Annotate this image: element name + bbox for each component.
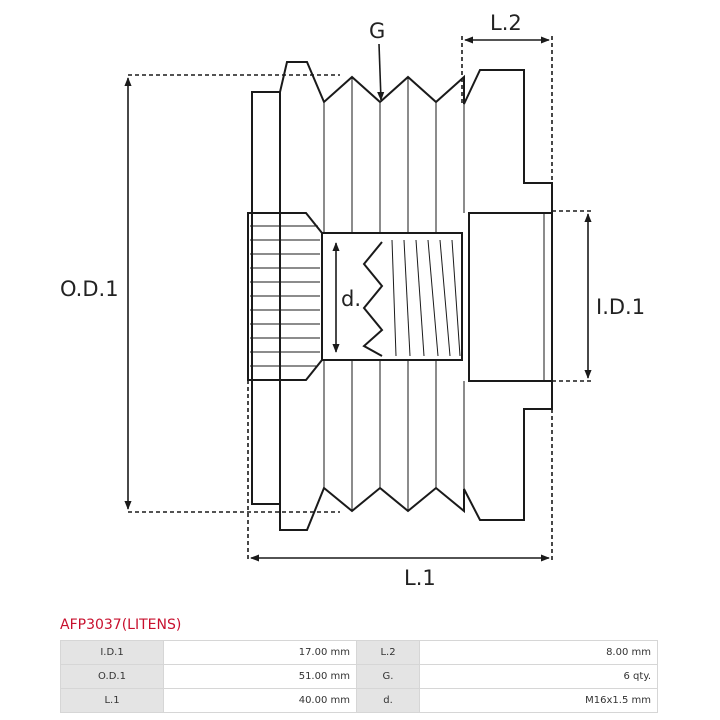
spec-key: G. [356, 664, 420, 689]
pulley-body-top [279, 61, 553, 504]
table-row: I.D.1 17.00 mm L.2 8.00 mm [60, 640, 658, 665]
spec-key: L.2 [356, 640, 420, 665]
spec-value: 40.00 mm [163, 688, 357, 713]
pulley-body-bottom [279, 381, 553, 531]
length-label: L.1 [404, 566, 436, 590]
spec-key: I.D.1 [60, 640, 164, 665]
table-row: O.D.1 51.00 mm G. 6 qty. [60, 664, 658, 689]
id-label: I.D.1 [596, 295, 645, 319]
spec-key: O.D.1 [60, 664, 164, 689]
spec-key: d. [356, 688, 420, 713]
spec-key: L.1 [60, 688, 164, 713]
left-flange [251, 91, 281, 505]
length2-label: L.2 [490, 11, 522, 35]
pulley-drawing: G O.D.1 I.D.1 L.1 L.2 d. [60, 11, 645, 590]
part-code: AFP3037(LITENS) [60, 617, 182, 633]
spec-value: 17.00 mm [163, 640, 357, 665]
groove-leader [377, 43, 385, 101]
spec-value: M16x1.5 mm [419, 688, 658, 713]
spec-value: 51.00 mm [163, 664, 357, 689]
spec-value: 8.00 mm [419, 640, 658, 665]
groove-label: G [369, 19, 385, 43]
threaded-bore [321, 232, 463, 361]
table-row: L.1 40.00 mm d. M16x1.5 mm [60, 688, 658, 713]
spec-value: 6 qty. [419, 664, 658, 689]
specs-table: I.D.1 17.00 mm L.2 8.00 mm O.D.1 51.00 m… [60, 640, 658, 713]
right-nose [468, 212, 553, 382]
thread-profile [362, 241, 384, 357]
thread-label: d. [341, 287, 361, 311]
od-label: O.D.1 [60, 277, 119, 301]
